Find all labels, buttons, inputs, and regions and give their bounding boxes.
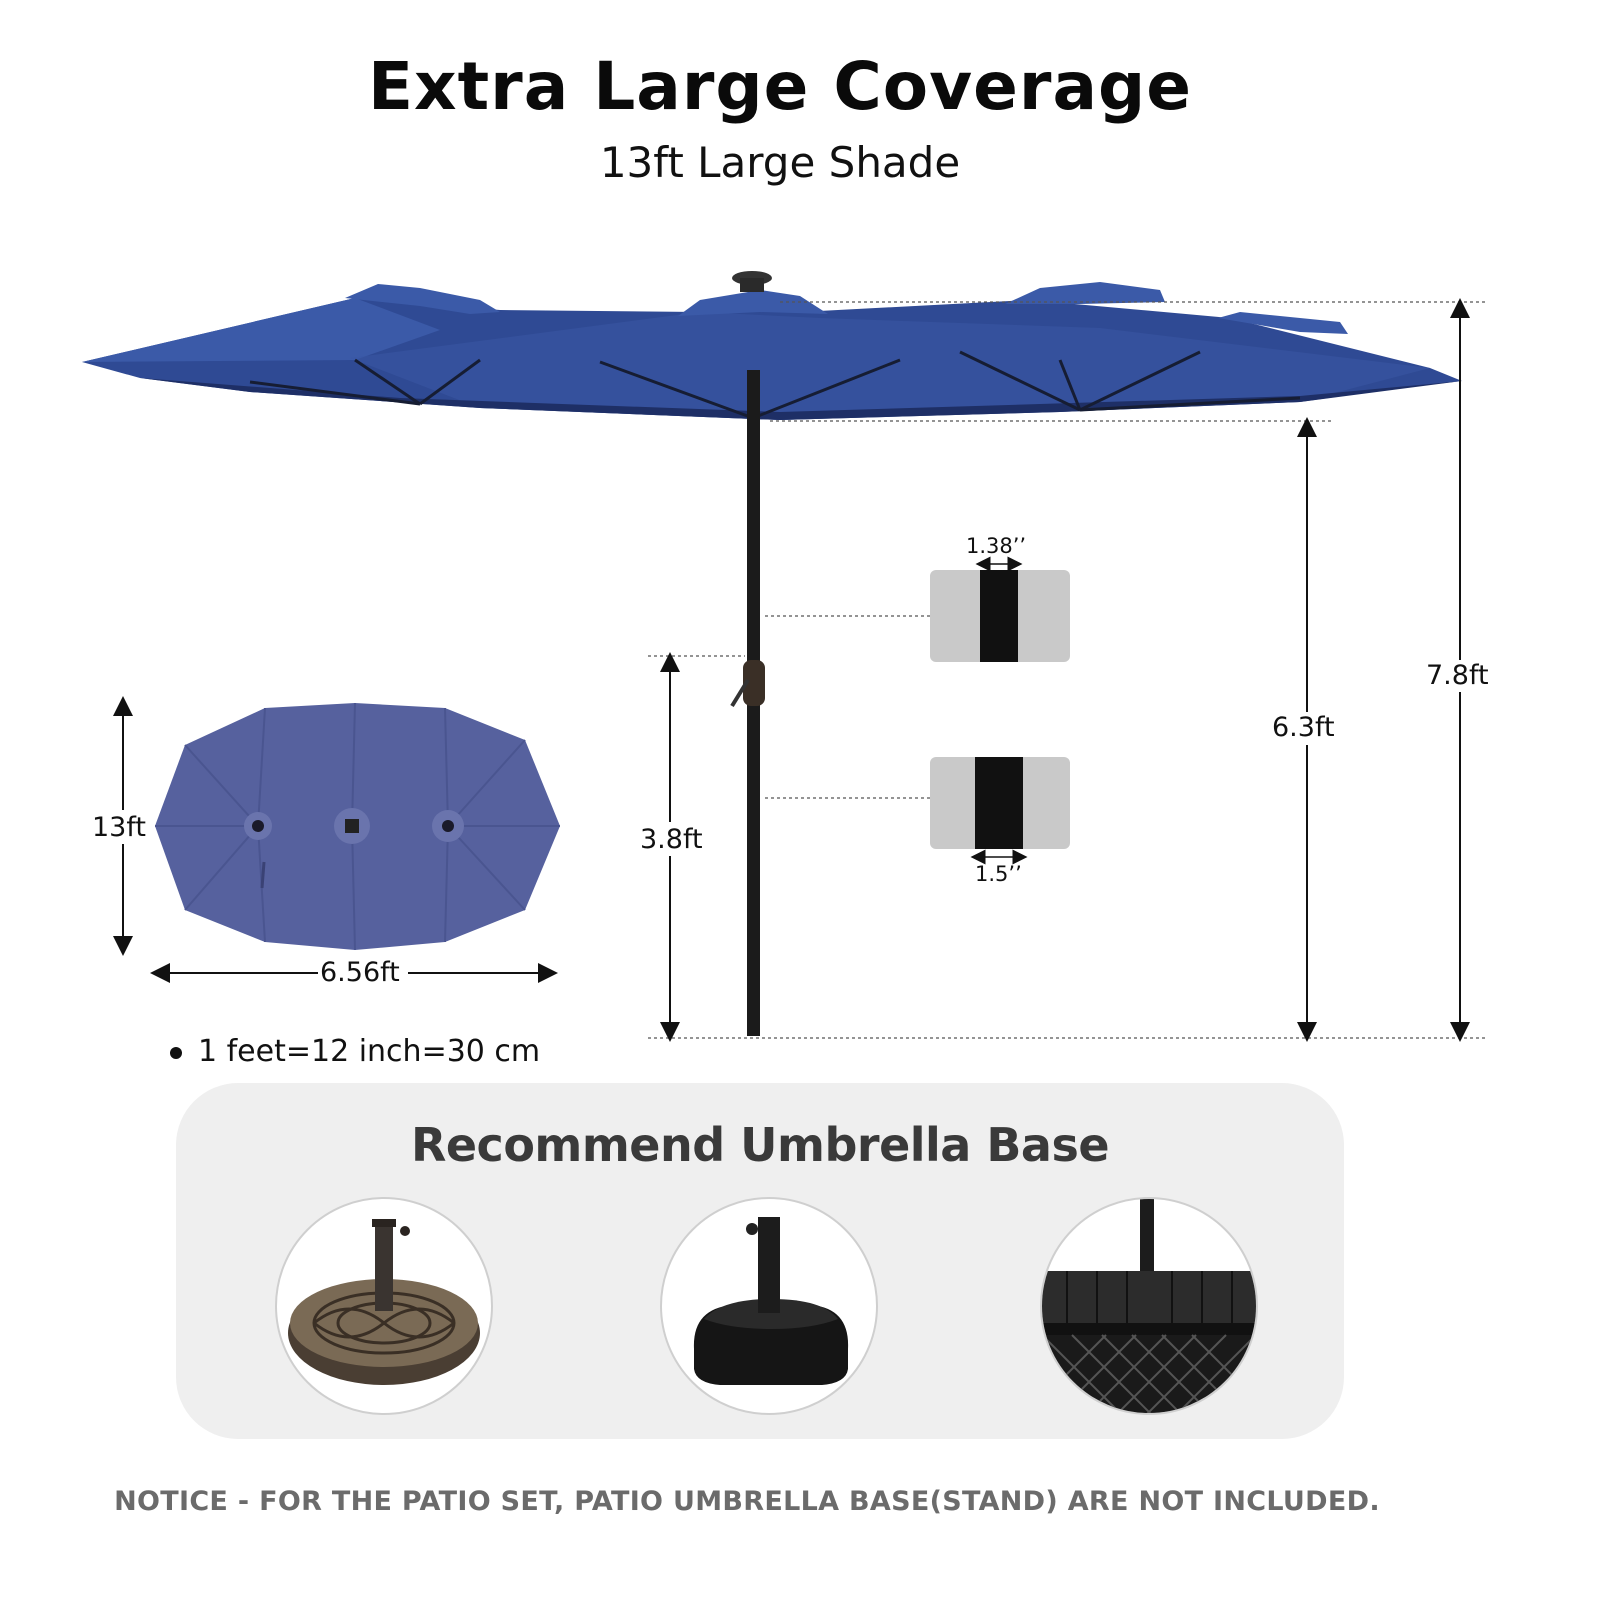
page-subtitle: 13ft Large Shade (599, 138, 961, 187)
crank-height-label: 3.8ft (638, 824, 705, 855)
page-title: Extra Large Coverage (367, 48, 1193, 125)
clearance-label: 6.3ft (1270, 712, 1337, 743)
top-view-width-label: 6.56ft (318, 957, 402, 988)
base-section-title: Recommend Umbrella Base (410, 1118, 1110, 1172)
lower-pole-detail (930, 757, 1070, 865)
table-with-umbrella-hole-image (1040, 1197, 1258, 1415)
umbrella-pole (730, 370, 765, 1036)
conversion-note: 1 feet=12 inch=30 cm (170, 1034, 540, 1069)
total-height-label: 7.8ft (1424, 660, 1491, 691)
upper-pole-diameter-label: 1.38’’ (966, 534, 1027, 558)
upper-pole-detail (930, 556, 1070, 662)
umbrella-canopy-side (82, 271, 1462, 420)
umbrella-top-view (155, 702, 560, 951)
notice-text: NOTICE - FOR THE PATIO SET, PATIO UMBREL… (114, 1486, 1380, 1517)
top-view-length-label: 13ft (90, 812, 148, 843)
bullet-icon (170, 1046, 182, 1059)
reference-lines (648, 301, 1486, 1039)
square-black-base-image (660, 1197, 878, 1415)
conversion-note-text: 1 feet=12 inch=30 cm (198, 1034, 541, 1069)
round-bronze-base-image (275, 1197, 493, 1415)
lower-pole-diameter-label: 1.5’’ (975, 862, 1022, 886)
